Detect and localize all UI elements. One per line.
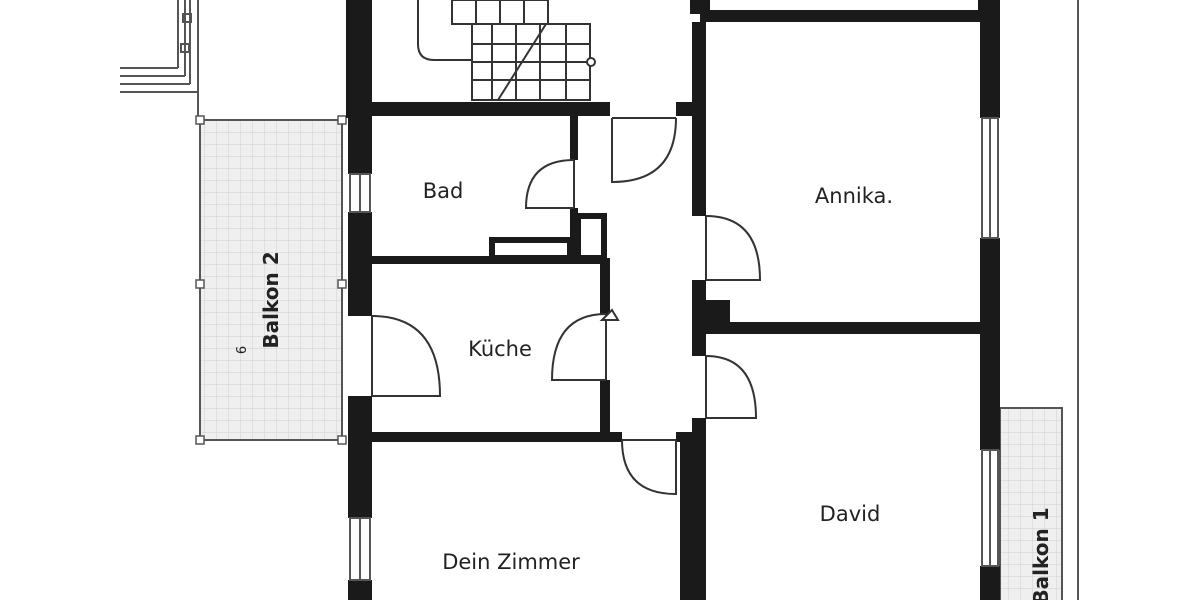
balcony-2-number-group: 6 <box>235 346 250 354</box>
bath-shaft <box>489 213 607 261</box>
balcony-1-label: Balkon 1 <box>1029 507 1053 600</box>
balcony-2-label: Balkon 2 <box>259 251 283 348</box>
room-label-annika: Annika. <box>815 184 893 208</box>
staircase <box>417 0 596 101</box>
balcony-2-number: 6 <box>235 346 250 354</box>
balcony-1-label-group: Balkon 1 <box>1029 507 1053 600</box>
doors <box>371 117 762 496</box>
room-label-bad: Bad <box>423 179 464 203</box>
room-label-david: David <box>820 502 881 526</box>
balcony-2 <box>195 115 347 445</box>
exterior-railing <box>120 0 199 120</box>
windows <box>349 117 999 581</box>
balcony-2-label-group: Balkon 2 <box>259 251 283 348</box>
room-label-kueche: Küche <box>468 337 532 361</box>
balcony-1 <box>999 407 1063 600</box>
walls <box>346 0 1000 600</box>
room-label-dein-zimmer: Dein Zimmer <box>442 550 580 574</box>
